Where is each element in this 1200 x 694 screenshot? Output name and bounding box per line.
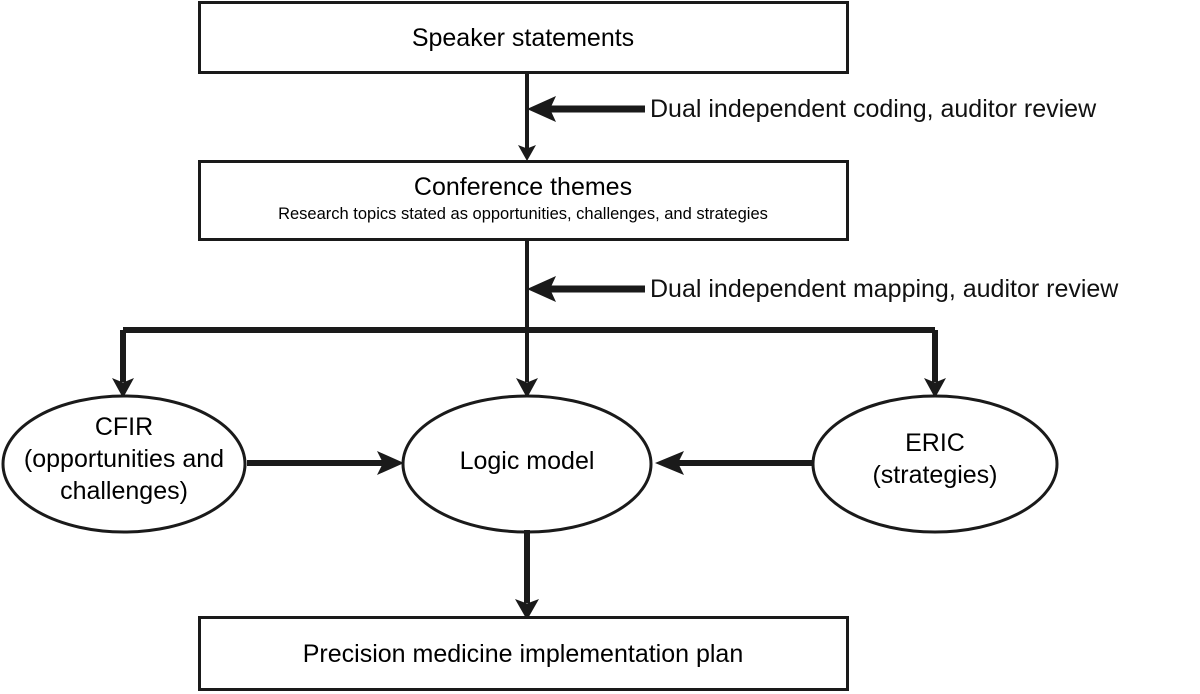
edge-branch-center-arrowhead (516, 378, 538, 398)
node-speaker-statements-shape (198, 1, 849, 74)
node-eric-shape (811, 394, 1059, 534)
node-conference-themes-shape (198, 160, 849, 241)
node-implementation-plan-shape (198, 616, 849, 691)
edge-label-coding: Dual independent coding, auditor review (650, 95, 1097, 123)
edge-label-mapping-arrowhead (527, 276, 556, 302)
edge-branch-left-arrowhead (112, 378, 134, 398)
edge-label-coding-arrowhead (527, 96, 556, 122)
node-logic-model-shape (401, 394, 653, 534)
edge-speaker-to-themes-arrowhead (518, 145, 536, 161)
edge-eric-to-logic-arrowhead (655, 451, 684, 475)
edge-branch-right-arrowhead (924, 378, 946, 398)
edge-label-mapping: Dual independent mapping, auditor review (650, 275, 1119, 303)
edge-logic-to-plan-arrowhead (515, 599, 539, 620)
edge-cfir-to-logic-arrowhead (377, 451, 404, 475)
node-cfir-shape (1, 394, 247, 534)
